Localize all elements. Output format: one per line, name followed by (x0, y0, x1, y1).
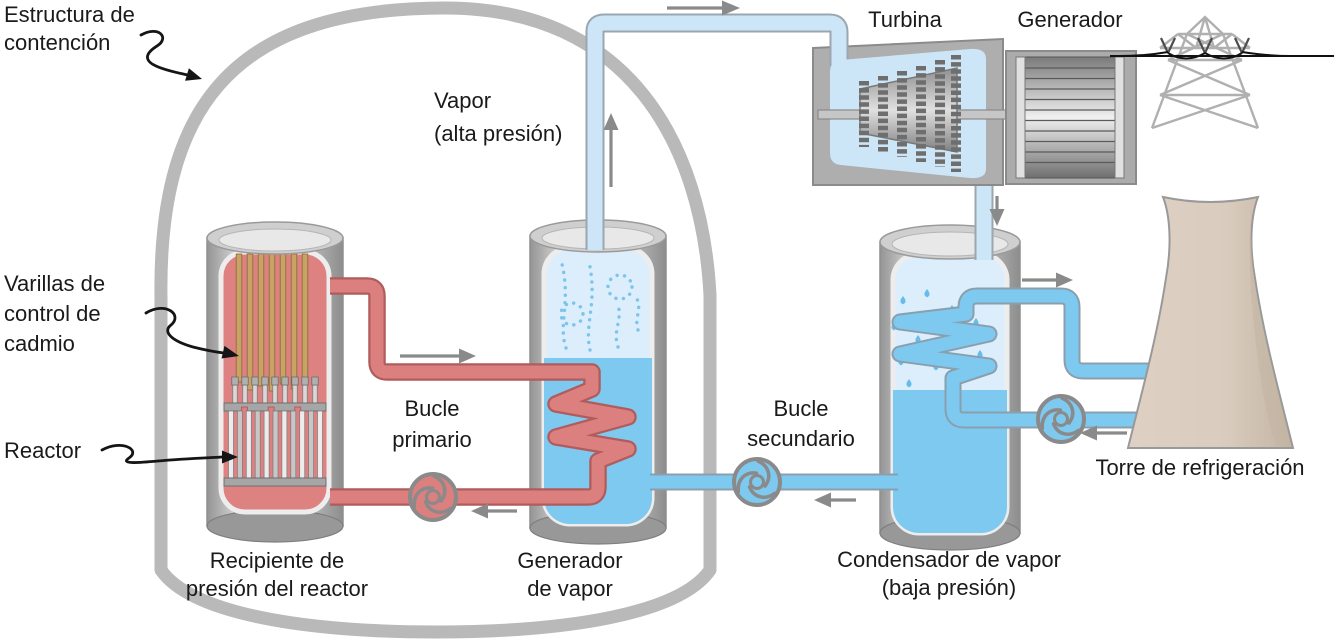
flow-arrow-steam-up (603, 113, 619, 187)
turbine (585, 13, 1019, 250)
flow-arrow-steam-right (667, 0, 740, 16)
flow-arrow-to-tower (1022, 272, 1073, 288)
control-rods (235, 253, 309, 392)
label-control-rods-line3: cadmio (4, 331, 75, 356)
condenser-droplets (891, 289, 983, 388)
label-reactor-vessel-line1: Recipiente de (210, 548, 345, 573)
reactor-pointer-arrow (100, 444, 238, 464)
electric-generator (1005, 50, 1137, 185)
containment-structure (154, 1, 717, 639)
control-rods-pointer-arrow (144, 307, 239, 359)
generator-end-cap-right (1114, 56, 1125, 179)
generator-rotor (1015, 56, 1125, 179)
steam-generator-bubbles (559, 260, 641, 352)
label-reactor: Reactor (4, 438, 81, 463)
label-primary-loop-line1: Bucle (404, 396, 459, 421)
label-secondary-loop-line1: Bucle (773, 396, 828, 421)
transmission-tower-icon (1150, 15, 1260, 130)
label-condenser-line2: (baja presión) (882, 575, 1017, 600)
generator-windings (1025, 67, 1115, 164)
steam-pipe (585, 13, 849, 250)
label-control-rods-line2: control de (4, 301, 101, 326)
label-steam-hp-line1: Vapor (434, 88, 491, 113)
secondary-pump (732, 457, 782, 507)
flow-arrow-primary-cold (471, 503, 517, 519)
label-containment-line2: contención (4, 30, 110, 55)
reactor-pressure-vessel (206, 221, 344, 543)
label-reactor-vessel-line2: presión del reactor (186, 576, 368, 601)
label-steam-generator-line2: de vapor (527, 576, 613, 601)
primary-pump (408, 472, 458, 522)
label-control-rods-line1: Varillas de (4, 271, 105, 296)
label-cooling-tower: Torre de refrigeración (1095, 455, 1304, 480)
primary-loop-pipe (330, 277, 637, 506)
label-turbine: Turbina (868, 7, 943, 32)
label-generator: Generador (1017, 7, 1122, 32)
label-secondary-loop-line2: secundario (747, 426, 855, 451)
label-containment-line1: Estructura de (4, 2, 135, 27)
cooling-tower (1126, 195, 1295, 449)
label-steam-hp-line2: (alta presión) (434, 121, 562, 146)
label-primary-loop-line2: primario (392, 427, 471, 452)
label-steam-generator-line1: Generador (517, 548, 622, 573)
cooling-tower-shading (1249, 205, 1291, 446)
flow-arrow-from-tower (1080, 425, 1127, 441)
cooling-loop-pipe (891, 287, 1162, 429)
flow-arrow-exhaust-down (989, 196, 1005, 226)
power-lines (1110, 51, 1334, 60)
flow-arrow-primary-hot (400, 348, 476, 364)
cooling-pump (1036, 394, 1086, 444)
label-condenser-line1: Condensador de vapor (837, 547, 1061, 572)
flow-arrow-condensate (814, 492, 856, 508)
fuel-rods (223, 376, 327, 487)
turbine-blades (859, 55, 961, 172)
generator-end-cap-left (1015, 56, 1026, 179)
containment-pointer-arrow (139, 29, 202, 81)
